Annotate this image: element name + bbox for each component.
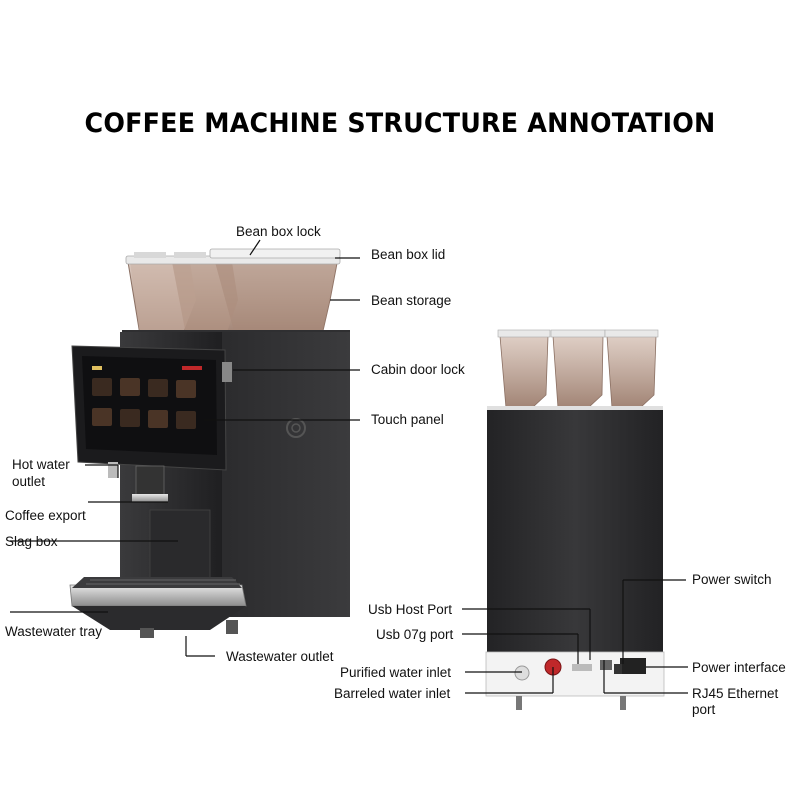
- front-view-machine: [69, 248, 350, 638]
- label-wastewater-outlet: Wastewater outlet: [226, 649, 334, 664]
- label-rj45-line2: port: [692, 702, 716, 717]
- label-wastewater-tray: Wastewater tray: [5, 624, 103, 639]
- label-purified-water-inlet: Purified water inlet: [340, 665, 452, 680]
- back-hoppers: [497, 329, 659, 409]
- label-rj45-line1: RJ45 Ethernet: [692, 686, 779, 701]
- diagram-title: COFFEE MACHINE STRUCTURE ANNOTATION: [84, 108, 716, 139]
- label-touch-panel: Touch panel: [371, 412, 444, 427]
- label-bean-storage: Bean storage: [371, 293, 452, 308]
- label-usb-host-port: Usb Host Port: [368, 602, 453, 617]
- label-hot-water-outlet-line2: outlet: [12, 474, 46, 489]
- touch-panel-icons: [92, 366, 202, 429]
- leader-lines: [10, 239, 688, 694]
- label-usb-07g-port: Usb 07g port: [376, 627, 454, 642]
- label-barreled-water-inlet: Barreled water inlet: [334, 686, 451, 701]
- label-hot-water-outlet-line1: Hot water: [12, 457, 70, 472]
- label-power-interface: Power interface: [692, 660, 786, 675]
- bean-hoppers: [125, 248, 341, 336]
- back-view-machine: [485, 329, 665, 710]
- label-coffee-export: Coffee export: [5, 508, 86, 523]
- label-power-switch: Power switch: [692, 572, 772, 587]
- label-bean-box-lid: Bean box lid: [371, 247, 446, 262]
- label-slag-box: Slag box: [5, 534, 58, 549]
- label-cabin-door-lock: Cabin door lock: [371, 362, 465, 377]
- label-bean-box-lock: Bean box lock: [236, 224, 321, 239]
